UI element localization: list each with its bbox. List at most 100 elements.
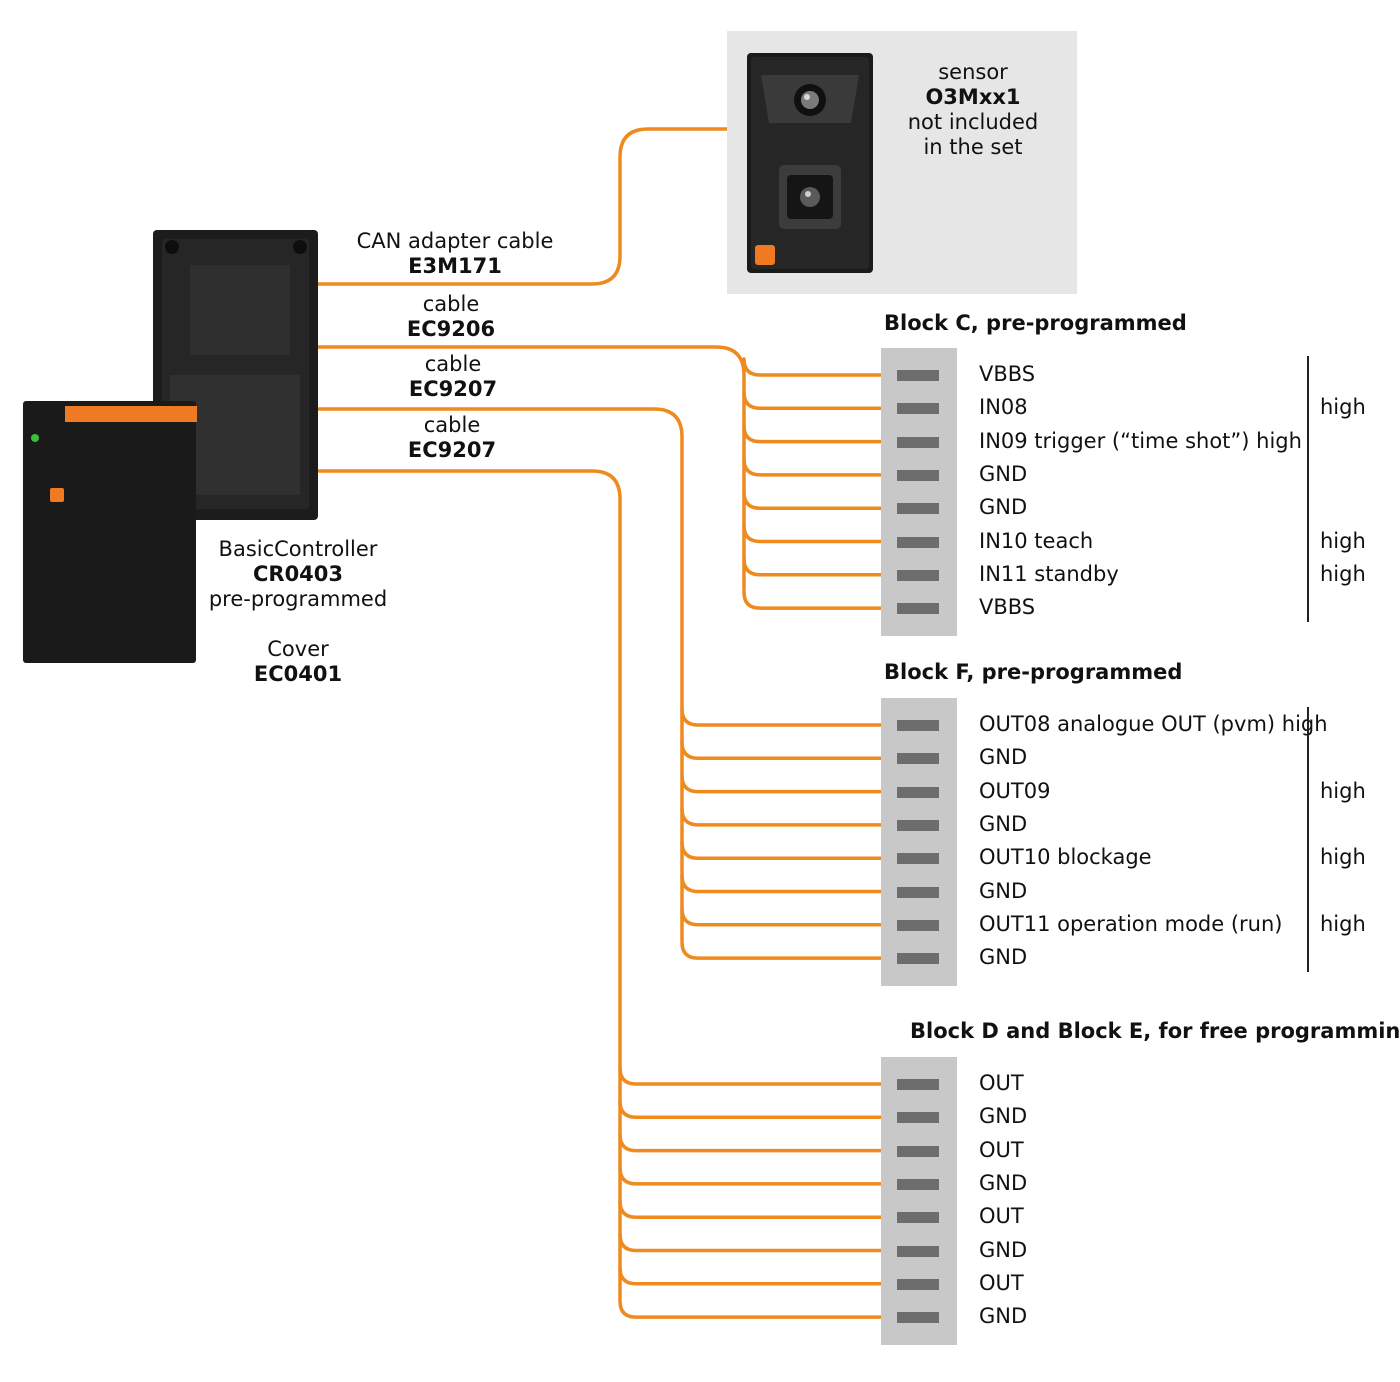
terminal-slot [897, 536, 939, 548]
pin-label: OUT [979, 1137, 1024, 1162]
cable-name: CAN adapter cable [356, 229, 554, 253]
cover-code: EC0401 [253, 662, 343, 686]
terminal-slot [897, 1312, 939, 1324]
terminal-slot [897, 436, 939, 448]
wire-branch [680, 807, 885, 827]
terminal-slot [897, 403, 939, 415]
pin-label: VBBS [979, 595, 1036, 620]
wire-ec9207-block-f-trunk [314, 407, 684, 942]
terminal-slot [897, 503, 939, 515]
cable-name: cable [424, 352, 482, 376]
wire-branch [618, 1199, 885, 1219]
cable-name: cable [422, 292, 480, 316]
wire-branch [618, 1299, 885, 1319]
wire-branch [618, 1232, 885, 1253]
terminal-slot [897, 953, 939, 965]
block-de-title: Block D and Block E, for free programmin… [910, 1019, 1400, 1043]
pin-label: GND [979, 495, 1028, 520]
wire-branch [680, 707, 885, 727]
wire-branch [680, 840, 885, 860]
block-f-title: Block F, pre-programmed [884, 660, 1183, 684]
pin-label: GND [979, 1104, 1028, 1129]
controller-note: pre-programmed [208, 587, 388, 611]
wire-branch [618, 1099, 885, 1120]
terminal-slot [897, 1278, 939, 1290]
pin-label: IN11 standby [979, 561, 1119, 586]
wire-branch [742, 457, 885, 477]
wire-branch [742, 523, 885, 544]
wire-branch [680, 873, 885, 894]
pin-label: OUT10 blockage [979, 845, 1152, 870]
pin-label: OUT [979, 1071, 1024, 1095]
block-c-title: Block C, pre-programmed [884, 311, 1187, 335]
cable-label-ec9207-de: cable EC9207 [381, 413, 523, 463]
terminal-slot [897, 919, 939, 931]
wire-branch [680, 907, 885, 927]
controller-code: CR0403 [252, 562, 344, 586]
wire-branch [742, 557, 885, 577]
terminal-slot [897, 1145, 939, 1157]
pin-label: GND [979, 945, 1028, 970]
controller-name: BasicController [218, 537, 378, 561]
sensor-label-line4: in the set [923, 135, 1023, 159]
pin-high-label: high [1320, 395, 1366, 420]
pin-label: VBBS [979, 362, 1036, 386]
sensor-label: sensor O3Mxx1 not included in the set [893, 60, 1053, 160]
terminal-slot [897, 1178, 939, 1190]
wire-branch [742, 357, 885, 377]
pin-high-label: high [1320, 561, 1366, 586]
pin-label: IN10 teach [979, 528, 1094, 553]
wire-branch [680, 773, 885, 794]
pin-high-label: high [1320, 778, 1366, 803]
block-c-bracket [1307, 356, 1309, 622]
pin-high-label: high [1320, 911, 1366, 936]
terminal-slot [897, 819, 939, 831]
pin-label: OUT08 analogue OUT (pvm) high [979, 712, 1328, 736]
wire-branch [742, 490, 885, 510]
terminal-slot [897, 720, 939, 731]
wire-branch [618, 1266, 885, 1286]
pin-label: GND [979, 745, 1028, 770]
cable-label-ec9207-f: cable EC9207 [382, 352, 524, 402]
wire-can-adapter [314, 127, 754, 286]
wire-ec9207-block-de-trunk [314, 469, 622, 1302]
pin-label: OUT [979, 1204, 1024, 1229]
terminal-slot [897, 1245, 939, 1257]
terminal-slot [897, 603, 939, 615]
sensor-image [747, 53, 873, 273]
cable-code: EC9206 [406, 317, 496, 341]
cable-label-ec9206: cable EC9206 [380, 292, 522, 342]
controller-label: BasicController CR0403 pre-programmed [198, 537, 398, 612]
pin-label: OUT11 operation mode (run) [979, 911, 1283, 936]
terminal-slot [897, 886, 939, 898]
cover-name: Cover [267, 637, 329, 661]
block-f-bracket [1307, 707, 1309, 972]
wire-branch [742, 590, 885, 610]
sensor-label-line3: not included [907, 110, 1039, 134]
terminal-slot [897, 469, 939, 481]
cover-image [23, 401, 197, 663]
sensor-code: O3Mxx1 [925, 85, 1021, 109]
wire-ec9206-trunk [314, 345, 746, 592]
terminal-slot [897, 1079, 939, 1090]
terminal-slot [897, 786, 939, 798]
wire-branch [680, 940, 885, 960]
pin-label: GND [979, 1170, 1028, 1195]
pin-label: OUT [979, 1270, 1024, 1295]
terminal-slot [897, 853, 939, 865]
pin-high-label: high [1320, 845, 1366, 870]
wire-branch [742, 423, 885, 444]
terminal-slot [897, 569, 939, 581]
pin-high-label: high [1320, 528, 1366, 553]
pin-label: GND [979, 1237, 1028, 1262]
wire-branch [618, 1066, 885, 1086]
cable-code: EC9207 [408, 377, 498, 401]
pin-label: IN08 [979, 395, 1028, 420]
cable-name: cable [423, 413, 481, 437]
cable-code: EC9207 [407, 438, 497, 462]
cable-code: E3M171 [408, 254, 502, 278]
terminal-slot [897, 1112, 939, 1124]
pin-label: GND [979, 1304, 1028, 1329]
